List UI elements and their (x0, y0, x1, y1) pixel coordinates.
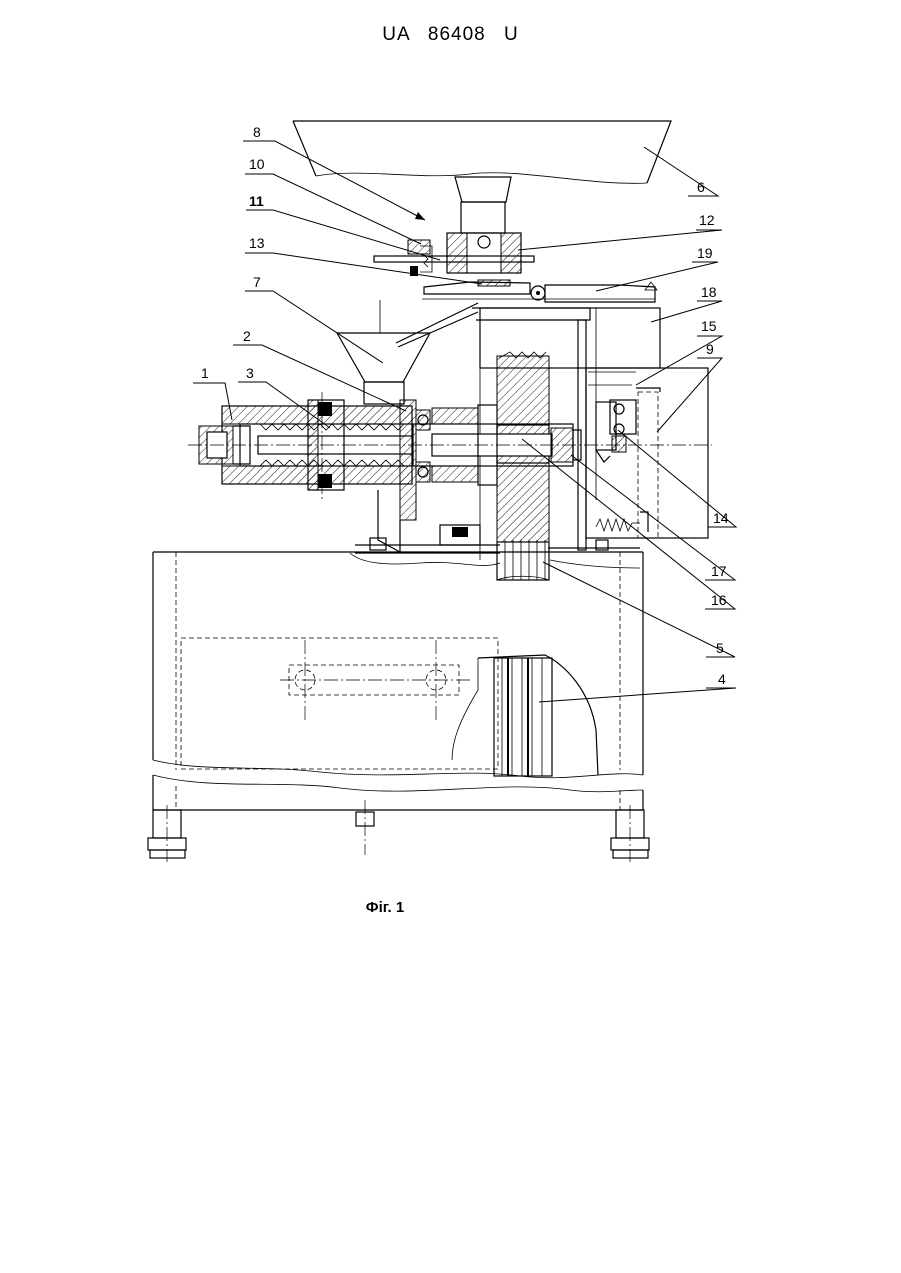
part-label-14: 14 (713, 510, 729, 526)
part-label-18: 18 (701, 284, 717, 300)
pulley-shaft (413, 352, 648, 542)
part-label-2: 2 (243, 328, 251, 344)
part-label-12: 12 (699, 212, 715, 228)
part-label-8: 8 (253, 124, 261, 140)
figure-caption: Фіг. 1 (330, 899, 440, 916)
part-label-5: 5 (716, 640, 724, 656)
extruder-barrel (199, 400, 416, 552)
hopper (293, 121, 671, 183)
part-label-13: 13 (249, 235, 265, 251)
part-label-3: 3 (246, 365, 254, 381)
part-label-7: 7 (253, 274, 261, 290)
part-label-19: 19 (697, 245, 713, 261)
part-label-6: 6 (697, 179, 705, 195)
part-label-4: 4 (718, 671, 726, 687)
part-label-17: 17 (711, 563, 727, 579)
machine-frame (148, 525, 649, 862)
part-label-11: 11 (249, 193, 264, 209)
part-label-10: 10 (249, 156, 265, 172)
part-label-16: 16 (711, 592, 727, 608)
part-label-9: 9 (706, 341, 714, 357)
lower-funnel (337, 300, 478, 404)
part-label-1: 1 (201, 365, 209, 381)
feeder-assembly (374, 177, 657, 302)
part-label-15: 15 (701, 318, 717, 334)
